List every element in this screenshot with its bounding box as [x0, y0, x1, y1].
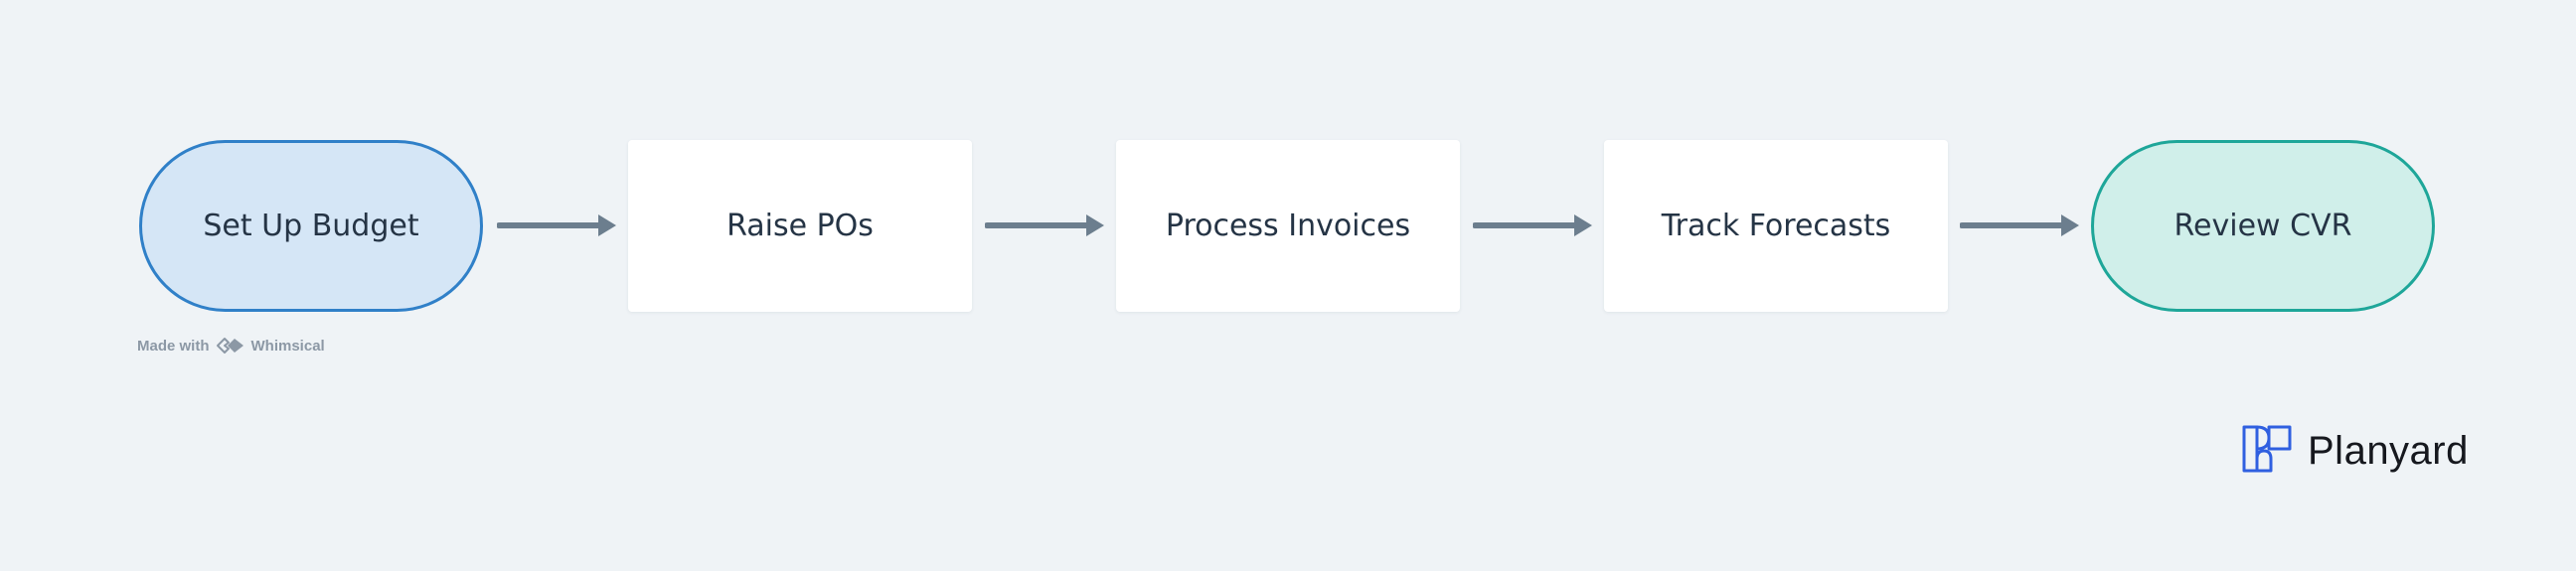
node-raise-pos[interactable]: Raise POs	[628, 140, 972, 312]
node-label: Review CVR	[2174, 209, 2352, 243]
node-process-invoices[interactable]: Process Invoices	[1116, 140, 1460, 312]
node-track-forecasts[interactable]: Track Forecasts	[1604, 140, 1948, 312]
arrow-connector	[985, 214, 1104, 236]
node-label: Track Forecasts	[1661, 209, 1891, 243]
made-with-whimsical[interactable]: Made with Whimsical	[137, 335, 325, 357]
whimsical-name: Whimsical	[250, 337, 325, 355]
arrow-connector	[1960, 214, 2079, 236]
arrow-connector	[1473, 214, 1592, 236]
planyard-brand: Planyard	[2242, 425, 2469, 477]
node-review-cvr[interactable]: Review CVR	[2091, 140, 2435, 312]
arrow-connector	[497, 214, 616, 236]
node-label: Set Up Budget	[203, 209, 419, 243]
planyard-logo-icon	[2242, 425, 2292, 477]
made-with-label: Made with	[137, 337, 210, 355]
planyard-name: Planyard	[2308, 428, 2469, 473]
node-set-up-budget[interactable]: Set Up Budget	[139, 140, 483, 312]
whimsical-logo-icon	[216, 335, 245, 357]
node-label: Process Invoices	[1165, 209, 1411, 243]
node-label: Raise POs	[726, 209, 874, 243]
